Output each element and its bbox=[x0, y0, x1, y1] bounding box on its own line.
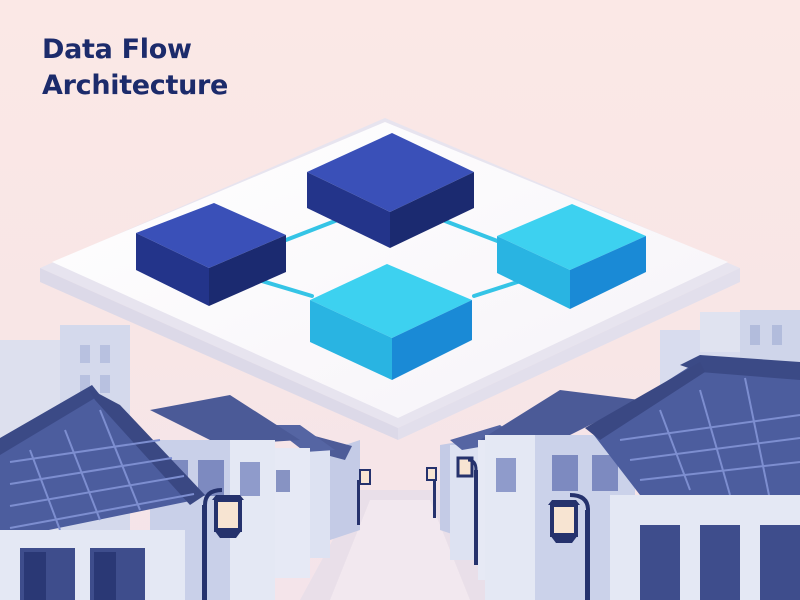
title-line-1: Data Flow bbox=[42, 34, 192, 65]
title-line-2: Architecture bbox=[42, 70, 229, 101]
node-left bbox=[136, 203, 286, 306]
node-right bbox=[497, 204, 646, 309]
left-houses bbox=[0, 385, 360, 600]
street-lamps bbox=[202, 456, 590, 600]
node-bottom bbox=[310, 264, 472, 380]
node-top bbox=[307, 133, 474, 248]
right-houses bbox=[440, 355, 800, 600]
diagram-title: Data Flow Architecture bbox=[42, 32, 228, 104]
